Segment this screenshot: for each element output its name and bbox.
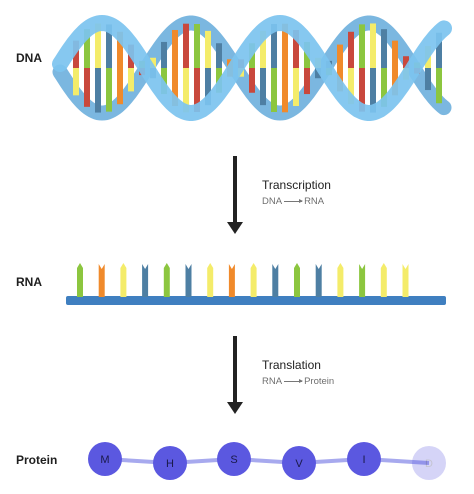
rna-base xyxy=(98,264,105,297)
protein-residue-letter: V xyxy=(295,458,303,470)
rna-base xyxy=(272,264,279,297)
dna-base xyxy=(161,41,167,68)
rna-base xyxy=(315,264,322,297)
transcription-from: DNA xyxy=(262,196,283,207)
dna-base xyxy=(271,68,277,112)
transcription-to: RNA xyxy=(304,196,325,207)
rna-base xyxy=(185,264,192,297)
dna-base xyxy=(194,68,200,112)
dna-base xyxy=(172,29,178,69)
dna-base xyxy=(117,68,123,105)
dna-base xyxy=(150,57,156,68)
dna-base xyxy=(205,68,211,106)
protein-bead xyxy=(347,442,381,476)
rna-base xyxy=(142,264,149,297)
dna-base xyxy=(293,68,299,107)
translation-arrow xyxy=(227,336,243,414)
rna-backbone xyxy=(66,296,446,305)
dna-base xyxy=(337,44,343,68)
rna-base xyxy=(228,264,235,297)
dna-base xyxy=(194,24,200,68)
dna-base xyxy=(95,68,101,113)
protein-residue: D xyxy=(412,446,446,480)
dna-base xyxy=(172,68,178,107)
dna-base xyxy=(183,23,189,69)
translation-to: Protein xyxy=(304,376,335,387)
dna-base xyxy=(304,68,310,95)
rna-fade xyxy=(380,255,474,315)
protein-residue: M xyxy=(88,442,122,476)
transcription-title: Transcription xyxy=(262,178,331,192)
dna-base xyxy=(84,68,90,107)
rna-base xyxy=(294,263,300,297)
protein-residue-letter: I xyxy=(362,454,365,466)
dna-base xyxy=(348,31,354,68)
protein-bead xyxy=(217,442,251,476)
protein-bead xyxy=(153,446,187,480)
rna-base xyxy=(207,263,214,297)
protein-residue: S xyxy=(217,442,251,476)
translation-subtitle: RNA Protein xyxy=(262,376,334,387)
dna-base xyxy=(271,24,277,68)
dna-base xyxy=(260,30,266,69)
rna-base xyxy=(163,263,170,297)
dna-base xyxy=(95,23,101,69)
right-arrow-icon xyxy=(284,378,304,383)
dna-base xyxy=(117,31,123,68)
protein-residue-letter: D xyxy=(425,458,433,470)
dna-base xyxy=(293,29,299,69)
protein-residue-letter: S xyxy=(230,454,237,466)
rna-base xyxy=(359,264,366,297)
protein-label: Protein xyxy=(16,453,58,467)
dna-base xyxy=(216,43,222,68)
arrow-shaft xyxy=(233,336,237,404)
dna-base xyxy=(73,68,79,96)
rna-base xyxy=(250,263,257,297)
dna-base xyxy=(315,68,321,79)
protein-residue: V xyxy=(282,446,316,480)
arrow-head xyxy=(227,222,243,234)
arrow-shaft xyxy=(233,156,237,224)
dna-fade xyxy=(360,10,474,130)
dna-base xyxy=(205,30,211,69)
protein-bead xyxy=(412,446,446,480)
protein-bead xyxy=(88,442,122,476)
arrow-head xyxy=(227,402,243,414)
rna-base xyxy=(337,263,344,297)
protein-residue: H xyxy=(153,446,187,480)
transcription-arrow xyxy=(227,156,243,234)
dna-base xyxy=(183,68,189,113)
dna-base xyxy=(106,68,112,112)
protein-residue-letter: M xyxy=(100,454,109,466)
dna-base xyxy=(249,68,255,93)
dna-base xyxy=(84,29,90,68)
dna-base xyxy=(282,23,288,69)
dna-base xyxy=(348,68,354,105)
translation-title: Translation xyxy=(262,358,321,372)
dna-base xyxy=(260,68,266,106)
dna-base xyxy=(106,24,112,68)
dna-base xyxy=(128,68,134,92)
dna-base xyxy=(282,68,288,113)
protein-residue: I xyxy=(347,442,381,476)
dna-label: DNA xyxy=(16,51,42,65)
protein-bead xyxy=(282,446,316,480)
translation-from: RNA xyxy=(262,376,283,387)
transcription-subtitle: DNA RNA xyxy=(262,196,324,207)
protein-residue-letter: H xyxy=(166,458,174,470)
dna-base xyxy=(73,40,79,68)
rna-base xyxy=(120,263,127,297)
right-arrow-icon xyxy=(284,198,304,203)
rna-label: RNA xyxy=(16,275,42,289)
rna-base xyxy=(77,263,83,297)
